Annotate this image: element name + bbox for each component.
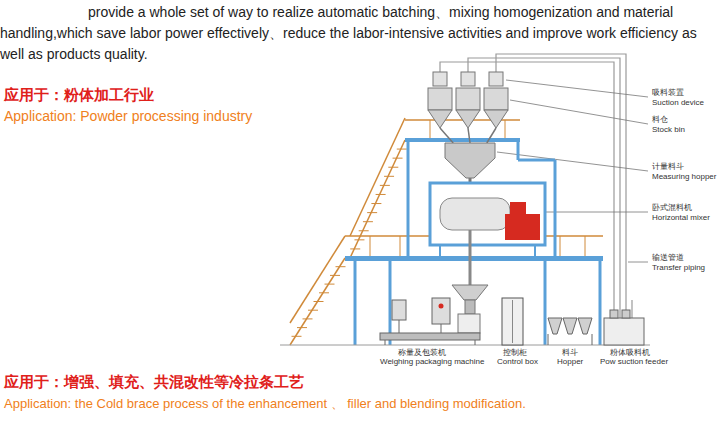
part-label: Weighing packaging machine <box>380 357 484 366</box>
part-label: 称量及包装机 <box>398 348 446 357</box>
part-label: Horizontal mixer <box>652 213 710 222</box>
tread <box>350 248 360 249</box>
part-label: Suction device <box>652 98 704 107</box>
weighing-packaging-machine <box>380 285 488 345</box>
tread <box>314 301 324 302</box>
tread <box>363 221 373 222</box>
platform-frame <box>280 120 650 345</box>
part-label: 料斗 <box>562 348 578 357</box>
tread <box>384 176 394 177</box>
stock-bins <box>428 72 508 143</box>
part-label: 控制柜 <box>503 348 527 357</box>
tread <box>354 239 364 240</box>
leader-lines <box>497 80 648 262</box>
tread <box>292 336 302 337</box>
tread <box>380 185 390 186</box>
tread <box>371 203 381 204</box>
part-label: 卧式混料机 <box>652 203 692 212</box>
tread <box>308 310 318 311</box>
stock-bin <box>428 72 453 143</box>
tread <box>303 318 313 319</box>
tread <box>319 292 329 293</box>
part-label: Hopper <box>557 357 583 366</box>
application-heading: Application: Powder processing industry <box>4 108 252 124</box>
control-box <box>502 298 523 345</box>
part-label: 计量料斗 <box>652 162 684 171</box>
part-label: 粉体吸料机 <box>610 348 650 357</box>
hoppers <box>548 318 592 345</box>
stock-bin <box>484 72 508 143</box>
pow-suction-feeder <box>604 310 644 345</box>
tread <box>376 194 386 195</box>
part-label: 输送管道 <box>652 253 684 262</box>
part-label: Transfer piping <box>652 263 705 272</box>
stairs <box>290 118 405 345</box>
application-heading: Application: the Cold brace process of t… <box>4 397 526 412</box>
part-label: Pow suction feeder <box>600 357 668 366</box>
part-label: Stock bin <box>652 125 685 134</box>
part-label: 吸料装置 <box>652 88 684 97</box>
tread <box>297 327 307 328</box>
tread <box>336 266 346 267</box>
tread <box>325 284 335 285</box>
tread <box>388 167 398 168</box>
application-heading: 应用于：增强、填充、共混改性等冷拉条工艺 <box>4 373 304 390</box>
part-label: Control box <box>497 357 538 366</box>
tread <box>367 212 377 213</box>
stock-bin <box>456 72 480 143</box>
intro-paragraph: provide a whole set of way to realize au… <box>0 2 723 65</box>
tread <box>330 275 340 276</box>
part-label: 料仓 <box>652 115 668 124</box>
measuring-hopper <box>445 143 495 178</box>
tread <box>393 158 403 159</box>
tread <box>397 149 407 150</box>
application-heading: 应用于：粉体加工行业 <box>4 86 154 103</box>
tread <box>359 230 369 231</box>
part-label: Measuring hopper <box>652 172 716 181</box>
horizontal-mixer <box>430 183 545 285</box>
